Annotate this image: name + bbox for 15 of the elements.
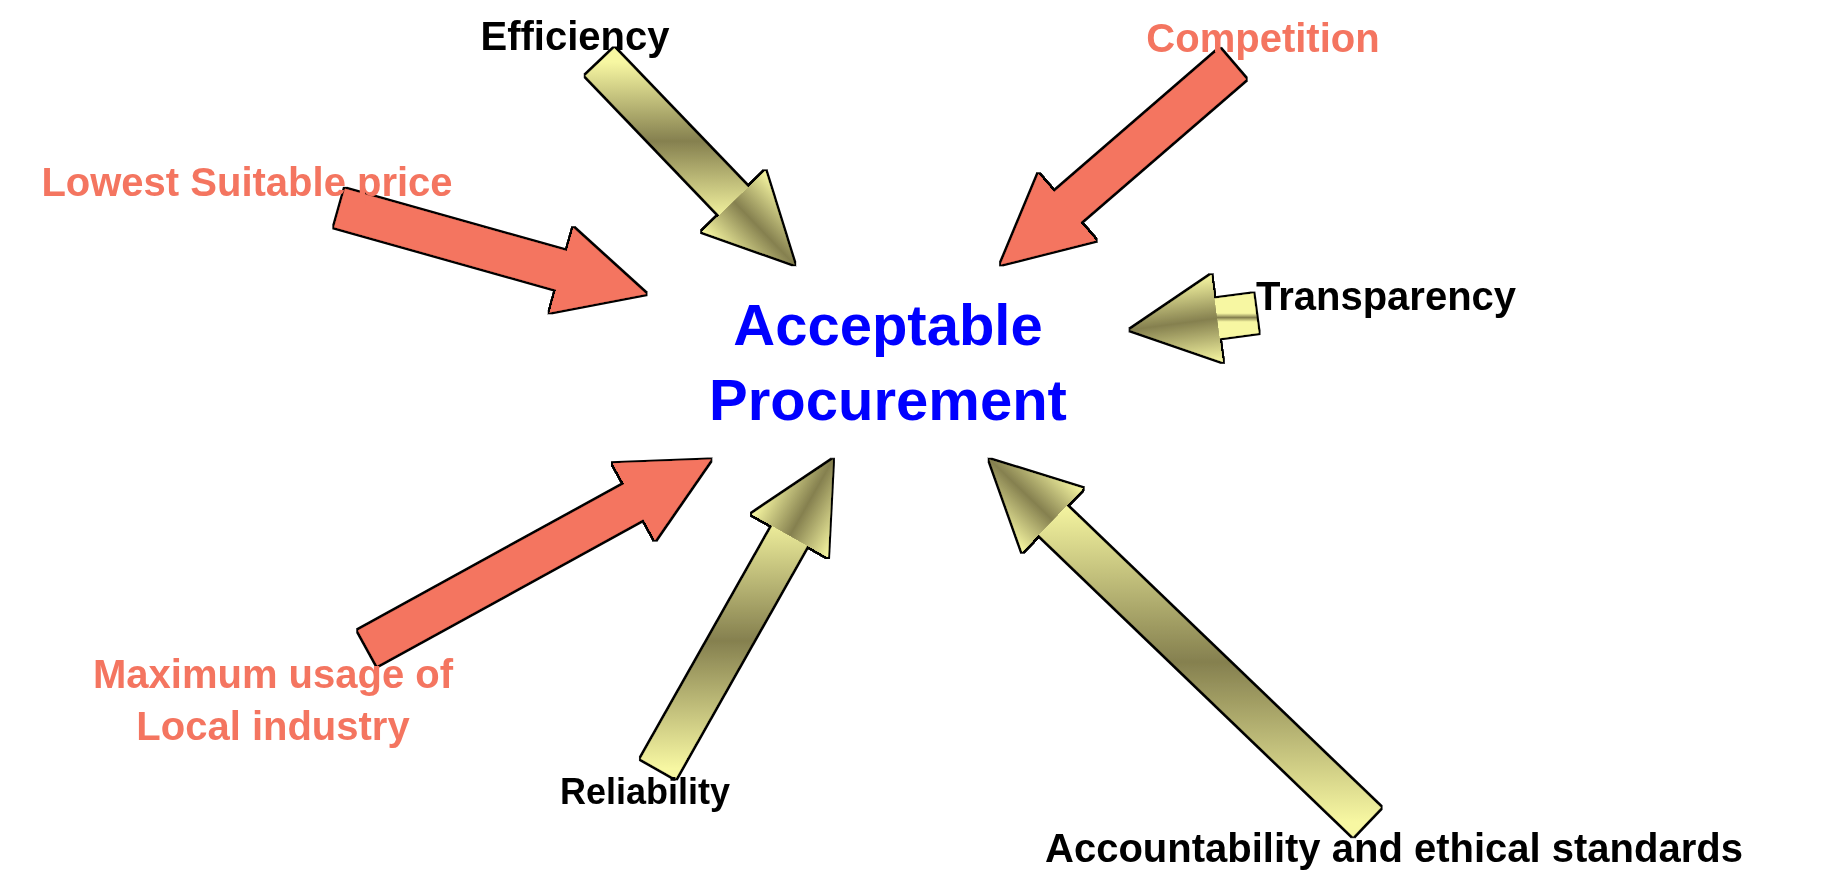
block-arrow bbox=[640, 459, 833, 779]
factor-label: Accountability and ethical standards bbox=[1045, 825, 1743, 872]
factor-label: Efficiency bbox=[480, 13, 670, 60]
central-title: Acceptable Procurement bbox=[708, 290, 1068, 434]
block-arrow bbox=[585, 48, 795, 265]
block-arrow bbox=[358, 459, 711, 666]
factor-label: Maximum usage of Local industry bbox=[91, 651, 455, 750]
block-arrow bbox=[1000, 48, 1246, 265]
factor-label: Reliability bbox=[559, 769, 731, 814]
block-arrow bbox=[1130, 274, 1259, 362]
factor-label: Transparency bbox=[1255, 273, 1517, 320]
factor-label: Competition bbox=[1146, 15, 1380, 62]
factor-label: Lowest Suitable price bbox=[41, 159, 453, 206]
block-arrow bbox=[334, 188, 646, 313]
block-arrow bbox=[989, 459, 1381, 837]
